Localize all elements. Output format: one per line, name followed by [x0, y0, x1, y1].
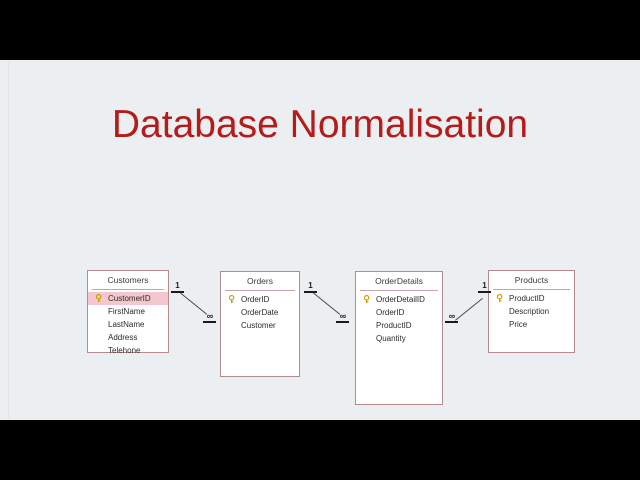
entity-title-customers: Customers [92, 271, 164, 290]
cardinality-many-orderdetails: ∞ [336, 312, 349, 323]
letterbox-bottom [0, 420, 640, 480]
key-icon [363, 294, 372, 304]
cardinality-underline [336, 321, 349, 323]
cardinality-glyph: 1 [308, 281, 313, 290]
page-title: Database Normalisation [111, 103, 529, 146]
cardinality-one-orders: 1 [304, 282, 317, 293]
field-label: ProductID [376, 321, 412, 330]
entity-orders[interactable]: Orders OrderID OrderDate Customer [220, 271, 300, 377]
field-label: Telehone [108, 346, 141, 355]
entity-title-orders: Orders [225, 272, 295, 291]
cardinality-glyph: ∞ [448, 311, 455, 321]
field-label: CustomerID [108, 294, 151, 303]
field-label: Quantity [376, 334, 406, 343]
field-row[interactable]: Customer [221, 319, 299, 332]
field-row[interactable]: CustomerID [88, 292, 168, 305]
cardinality-glyph: 1 [175, 281, 180, 290]
entity-orderdetails[interactable]: OrderDetails OrderDetailID OrderID Produ… [355, 271, 443, 405]
field-row[interactable]: LastName [88, 318, 168, 331]
field-row[interactable]: OrderID [356, 306, 442, 319]
field-label: OrderID [376, 308, 405, 317]
key-icon [496, 293, 505, 303]
key-icon [228, 294, 237, 304]
field-row[interactable]: OrderDetailID [356, 293, 442, 306]
field-list-customers: CustomerID FirstName LastName Address Te… [88, 290, 168, 357]
field-label: Price [509, 320, 528, 329]
slide-left-edge [8, 60, 9, 420]
field-row[interactable]: Address [88, 331, 168, 344]
field-row[interactable]: Description [489, 305, 574, 318]
cardinality-underline [304, 291, 317, 293]
field-label: Address [108, 333, 138, 342]
entity-title-orderdetails: OrderDetails [360, 272, 438, 291]
field-label: ProductID [509, 294, 545, 303]
field-row[interactable]: Price [489, 318, 574, 331]
field-row[interactable]: FirstName [88, 305, 168, 318]
field-label: OrderDate [241, 308, 279, 317]
cardinality-many-orders: ∞ [203, 312, 216, 323]
cardinality-glyph: ∞ [206, 311, 213, 321]
relationship-line-orderdetails-products [455, 297, 483, 321]
field-row[interactable]: Telehone [88, 344, 168, 357]
field-label: OrderDetailID [376, 295, 425, 304]
field-row[interactable]: ProductID [489, 292, 574, 305]
key-icon [95, 293, 104, 303]
entity-title-products: Products [493, 271, 570, 290]
field-list-orderdetails: OrderDetailID OrderID ProductID Quantity [356, 291, 442, 345]
field-label: LastName [108, 320, 145, 329]
cardinality-underline [445, 321, 458, 323]
cardinality-one-customers: 1 [171, 282, 184, 293]
field-list-orders: OrderID OrderDate Customer [221, 291, 299, 332]
slide-canvas: Database Normalisation Customers Custome… [0, 60, 640, 420]
entity-customers[interactable]: Customers CustomerID FirstName LastName … [87, 270, 169, 355]
cardinality-glyph: ∞ [339, 311, 346, 321]
field-label: Description [509, 307, 550, 316]
cardinality-glyph: 1 [482, 281, 487, 290]
cardinality-underline [171, 291, 184, 293]
letterbox-top [0, 0, 640, 60]
field-row[interactable]: ProductID [356, 319, 442, 332]
field-label: FirstName [108, 307, 145, 316]
cardinality-underline [478, 291, 491, 293]
field-label: Customer [241, 321, 276, 330]
field-row[interactable]: Quantity [356, 332, 442, 345]
field-row[interactable]: OrderDate [221, 306, 299, 319]
cardinality-underline [203, 321, 216, 323]
field-label: OrderID [241, 295, 270, 304]
cardinality-one-products: 1 [478, 282, 491, 293]
entity-products[interactable]: Products ProductID Description Price [488, 270, 575, 353]
cardinality-many-orderdetails-products: ∞ [445, 312, 458, 323]
field-list-products: ProductID Description Price [489, 290, 574, 331]
field-row[interactable]: OrderID [221, 293, 299, 306]
